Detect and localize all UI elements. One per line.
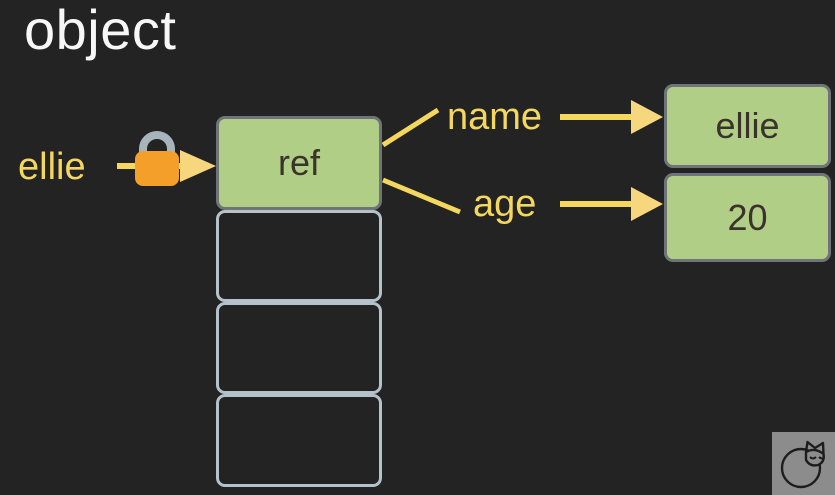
sleeping-cat-icon	[780, 440, 825, 488]
stack-cell-ref[interactable]: ref	[216, 116, 382, 210]
value-arrow-head-age	[631, 187, 663, 221]
watermark	[772, 432, 835, 495]
fork-line-name	[381, 107, 440, 148]
stack-cell-empty-1[interactable]	[216, 210, 382, 302]
stack-cell-empty-2[interactable]	[216, 302, 382, 394]
value-arrow-head-name	[631, 100, 663, 134]
page-title: object	[24, 0, 177, 61]
stack-cell-empty-3[interactable]	[216, 394, 382, 487]
property-key-age: age	[473, 183, 537, 225]
lock-icon-body	[135, 151, 179, 186]
heap-value-age[interactable]: 20	[664, 173, 831, 262]
heap-value-name[interactable]: ellie	[664, 84, 831, 168]
stack-variable-label: ellie	[18, 146, 86, 188]
property-key-name: name	[447, 96, 543, 138]
lock-icon-shackle	[139, 131, 175, 163]
fork-line-age	[382, 177, 461, 215]
stack-pointer-arrowhead	[180, 150, 216, 182]
